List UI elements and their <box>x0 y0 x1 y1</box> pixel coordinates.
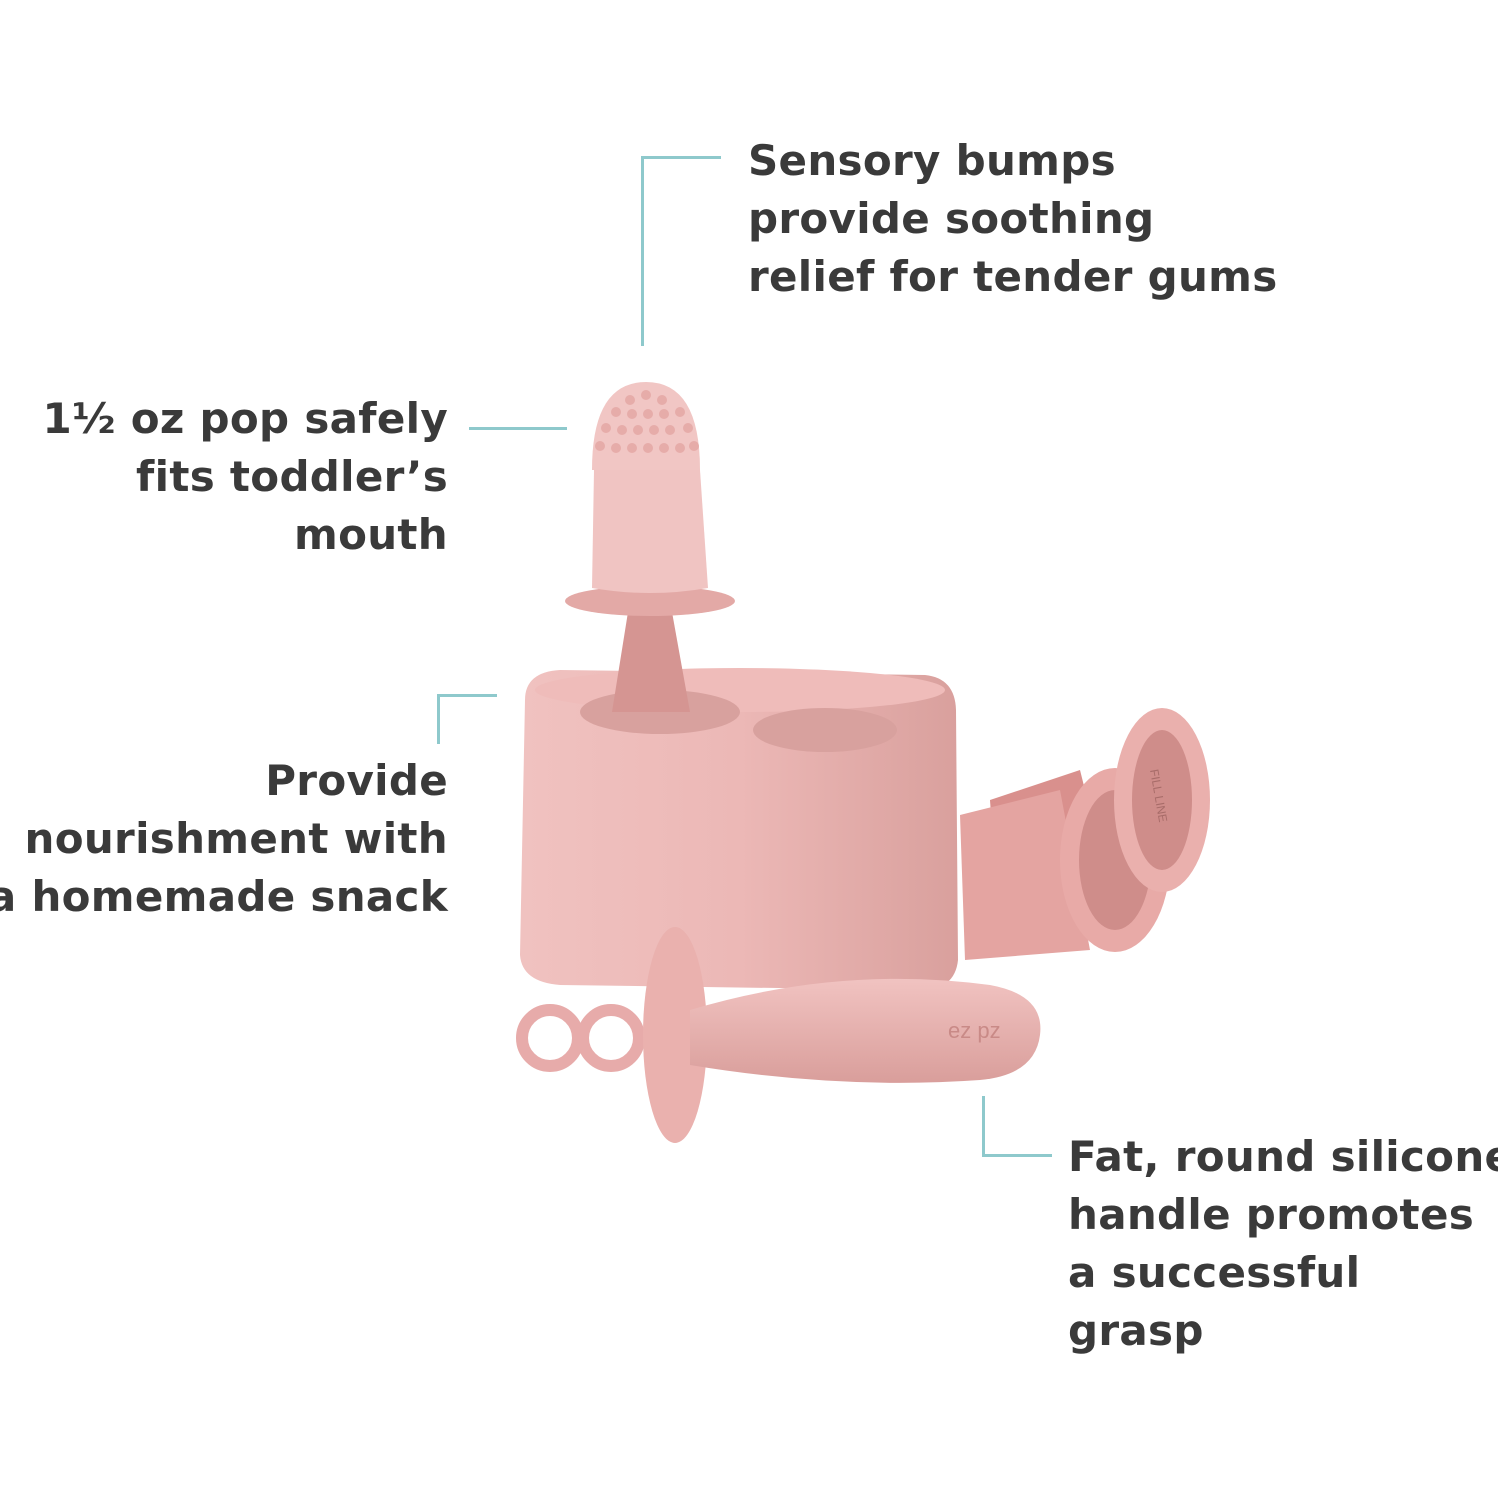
callout-line: a successful <box>1068 1248 1361 1297</box>
leader-sensory-v <box>641 156 644 346</box>
callout-line: relief for tender gums <box>748 252 1278 301</box>
callout-nourishment: Provide nourishment with a homemade snac… <box>0 752 448 926</box>
callout-line: Provide <box>265 756 448 805</box>
callout-line: provide soothing <box>748 194 1155 243</box>
callout-line: a homemade snack <box>0 872 448 921</box>
leader-nourish-v <box>437 694 440 744</box>
laying-pop: ez pz <box>516 927 1041 1143</box>
leader-handle-h <box>982 1154 1052 1157</box>
leader-nourish-h <box>437 694 497 697</box>
ezpz-logo: ez pz <box>948 1018 1001 1043</box>
standing-pop <box>565 382 735 712</box>
mould-pair: FILL LINE <box>960 708 1210 960</box>
leader-size-h <box>469 427 567 430</box>
callout-pop-size: 1½ oz pop safely fits toddler’s mouth <box>42 390 448 564</box>
leader-sensory-h <box>641 156 721 159</box>
callout-line: grasp <box>1068 1306 1204 1355</box>
base-container <box>520 668 958 990</box>
callout-handle: Fat, round silicone handle promotes a su… <box>1068 1128 1498 1360</box>
leader-handle-v <box>982 1096 985 1156</box>
callout-sensory-bumps: Sensory bumps provide soothing relief fo… <box>748 132 1278 306</box>
callout-line: mouth <box>294 510 448 559</box>
callout-line: Fat, round silicone <box>1068 1132 1498 1181</box>
callout-line: Sensory bumps <box>748 136 1116 185</box>
callout-line: handle promotes <box>1068 1190 1475 1239</box>
callout-line: nourishment with <box>24 814 448 863</box>
callout-line: fits toddler’s <box>136 452 448 501</box>
callout-line: 1½ oz pop safely <box>42 394 448 443</box>
